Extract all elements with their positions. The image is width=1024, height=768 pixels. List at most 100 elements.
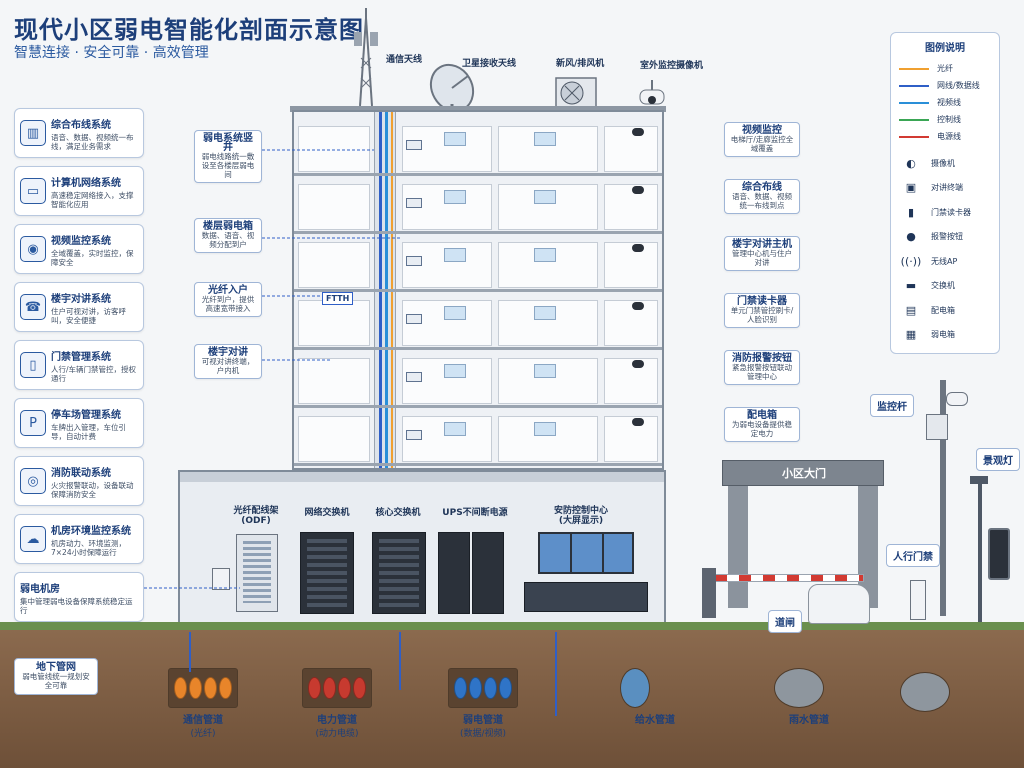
car	[808, 584, 870, 624]
legend-icon-item: ▦弱电箱	[899, 323, 991, 348]
satellite-label: 卫星接收天线	[462, 59, 517, 69]
intercom-icon: ☎	[20, 294, 46, 320]
pipe-section	[168, 668, 238, 708]
card-reader-icon: ▮	[907, 205, 915, 219]
window	[534, 364, 556, 378]
building-floor	[294, 120, 662, 176]
fire-alarm-icon: ◎	[20, 468, 46, 494]
system-card-desc: 机房动力、环境监测，7×24小时保障运行	[51, 538, 126, 557]
system-card-title: 综合布线系统	[51, 119, 111, 131]
room	[604, 416, 658, 462]
room	[298, 358, 370, 404]
pole-camera-icon	[946, 392, 968, 406]
pole-control-box	[926, 414, 948, 440]
network-switch-rack	[300, 532, 354, 614]
control-center-label: 安防控制中心 (大屏显示)	[553, 506, 608, 526]
system-card-desc: 高速稳定网络接入，支撑智能化应用	[51, 190, 134, 209]
ceiling-camera-icon	[632, 186, 644, 194]
residential-building	[292, 110, 664, 470]
pipe-section	[302, 668, 372, 708]
callout-shaft: 弱电系统竖井弱电线路统一敷设至各楼层弱电间	[194, 130, 262, 183]
computer-network-icon: ▭	[20, 178, 46, 204]
cabling-icon: ▥	[20, 120, 46, 146]
window	[534, 248, 556, 262]
ceiling-camera-icon	[632, 302, 644, 310]
ups-cabinet-1	[438, 532, 470, 614]
building-floor	[294, 352, 662, 408]
pipe-label: 雨水管道	[789, 715, 829, 726]
callout-intercom: 楼宇对讲可视对讲终端，户内机	[194, 344, 262, 379]
system-card-title: 楼宇对讲系统	[51, 293, 111, 305]
room	[298, 126, 370, 172]
outdoor-camera-icon	[639, 80, 665, 105]
room	[604, 184, 658, 230]
system-card: ◎ 消防联动系统 火灾报警联动，设备联动保障消防安全	[14, 456, 144, 506]
grass-strip	[0, 622, 1024, 632]
system-card-title: 视频监控系统	[51, 235, 111, 247]
legend-icon-item: ◐摄像机	[899, 151, 991, 176]
cloud-monitor-icon: ☁	[20, 526, 46, 552]
legend-icon-item: ▣对讲终端	[899, 176, 991, 201]
intercom-terminal-icon: ▣	[905, 181, 917, 195]
rain-pipe-section	[900, 672, 950, 712]
monitoring-pole	[940, 380, 946, 616]
system-card: ☎ 楼宇对讲系统 住户可视对讲，访客呼叫，安全便捷	[14, 282, 144, 332]
basement-distribution-box	[212, 568, 230, 590]
legend-line-item: 视频线	[899, 94, 991, 111]
pipe-section	[448, 668, 518, 708]
room	[298, 300, 370, 346]
distribution-box-icon: ▤	[905, 303, 917, 317]
window	[444, 190, 466, 204]
system-card-title: 机房环境监控系统	[51, 525, 131, 537]
window	[534, 132, 556, 146]
right-callout: 门禁读卡器单元门禁管控刷卡/人脸识别	[724, 293, 800, 328]
room	[498, 358, 598, 404]
system-card-title: 弱电机房	[20, 583, 60, 595]
antenna-label: 通信天线	[386, 55, 423, 65]
system-card-title: 停车场管理系统	[51, 409, 121, 421]
server-room: 光纤配线架 (ODF) 网络交换机 核心交换机 UPS不间断电源 安防控制中心 …	[178, 470, 666, 630]
antenna-tower-icon	[354, 8, 378, 107]
ceiling-camera-icon	[632, 418, 644, 426]
video-wall	[538, 532, 634, 574]
window	[444, 422, 466, 436]
system-card-title: 计算机网络系统	[51, 177, 121, 189]
floor-weak-box-icon	[406, 256, 422, 266]
legend-title: 图例说明	[925, 43, 965, 54]
page-title: 现代小区弱电智能化剖面示意图	[14, 16, 364, 44]
pipe-label: 给水管道	[635, 715, 675, 726]
legend: 图例说明 光纤网线/数据线视频线控制线电源线 ◐摄像机▣对讲终端▮门禁读卡器●报…	[890, 32, 1000, 354]
lamp-head	[970, 476, 988, 484]
parking-icon: P	[20, 410, 46, 436]
legend-icon-item: ▤配电箱	[899, 298, 991, 323]
system-card-desc: 语音、数据、视频统一布线，满足业务需求	[51, 132, 134, 151]
pipe-section	[620, 668, 650, 708]
ceiling-camera-icon	[632, 128, 644, 136]
system-card-desc: 集中管理弱电设备保障系统稳定运行	[20, 596, 133, 615]
legend-icon-item: ▬交换机	[899, 274, 991, 299]
access-control-icon: ▯	[20, 352, 46, 378]
barrier-arm	[714, 574, 864, 582]
wireless-ap-icon: ((·))	[900, 254, 922, 268]
system-card: ▥ 综合布线系统 语音、数据、视频统一布线，满足业务需求	[14, 108, 144, 158]
pipe-label: 通信管道(光纤)	[183, 715, 223, 739]
room	[604, 300, 658, 346]
room	[298, 242, 370, 288]
floor-weak-box-icon	[406, 314, 422, 324]
pipe-label: 弱电管道(数据/视频)	[459, 715, 507, 739]
building-floor	[294, 410, 662, 466]
legend-icon-item: ((·))无线AP	[900, 254, 958, 268]
legend-line-item: 控制线	[899, 111, 991, 128]
alarm-button-icon: ●	[906, 230, 916, 244]
window	[444, 132, 466, 146]
pipe-label: 电力管道(动力电缆)	[315, 715, 359, 739]
room	[604, 358, 658, 404]
system-card-desc: 全域覆盖，实时监控，保障安全	[51, 248, 134, 267]
camera-icon: ◐	[906, 156, 916, 170]
legend-line-item: 光纤	[899, 60, 991, 77]
legend-line-item: 电源线	[899, 128, 991, 145]
window	[444, 248, 466, 262]
floor-weak-box-icon	[406, 430, 422, 440]
room	[604, 242, 658, 288]
window	[534, 190, 556, 204]
